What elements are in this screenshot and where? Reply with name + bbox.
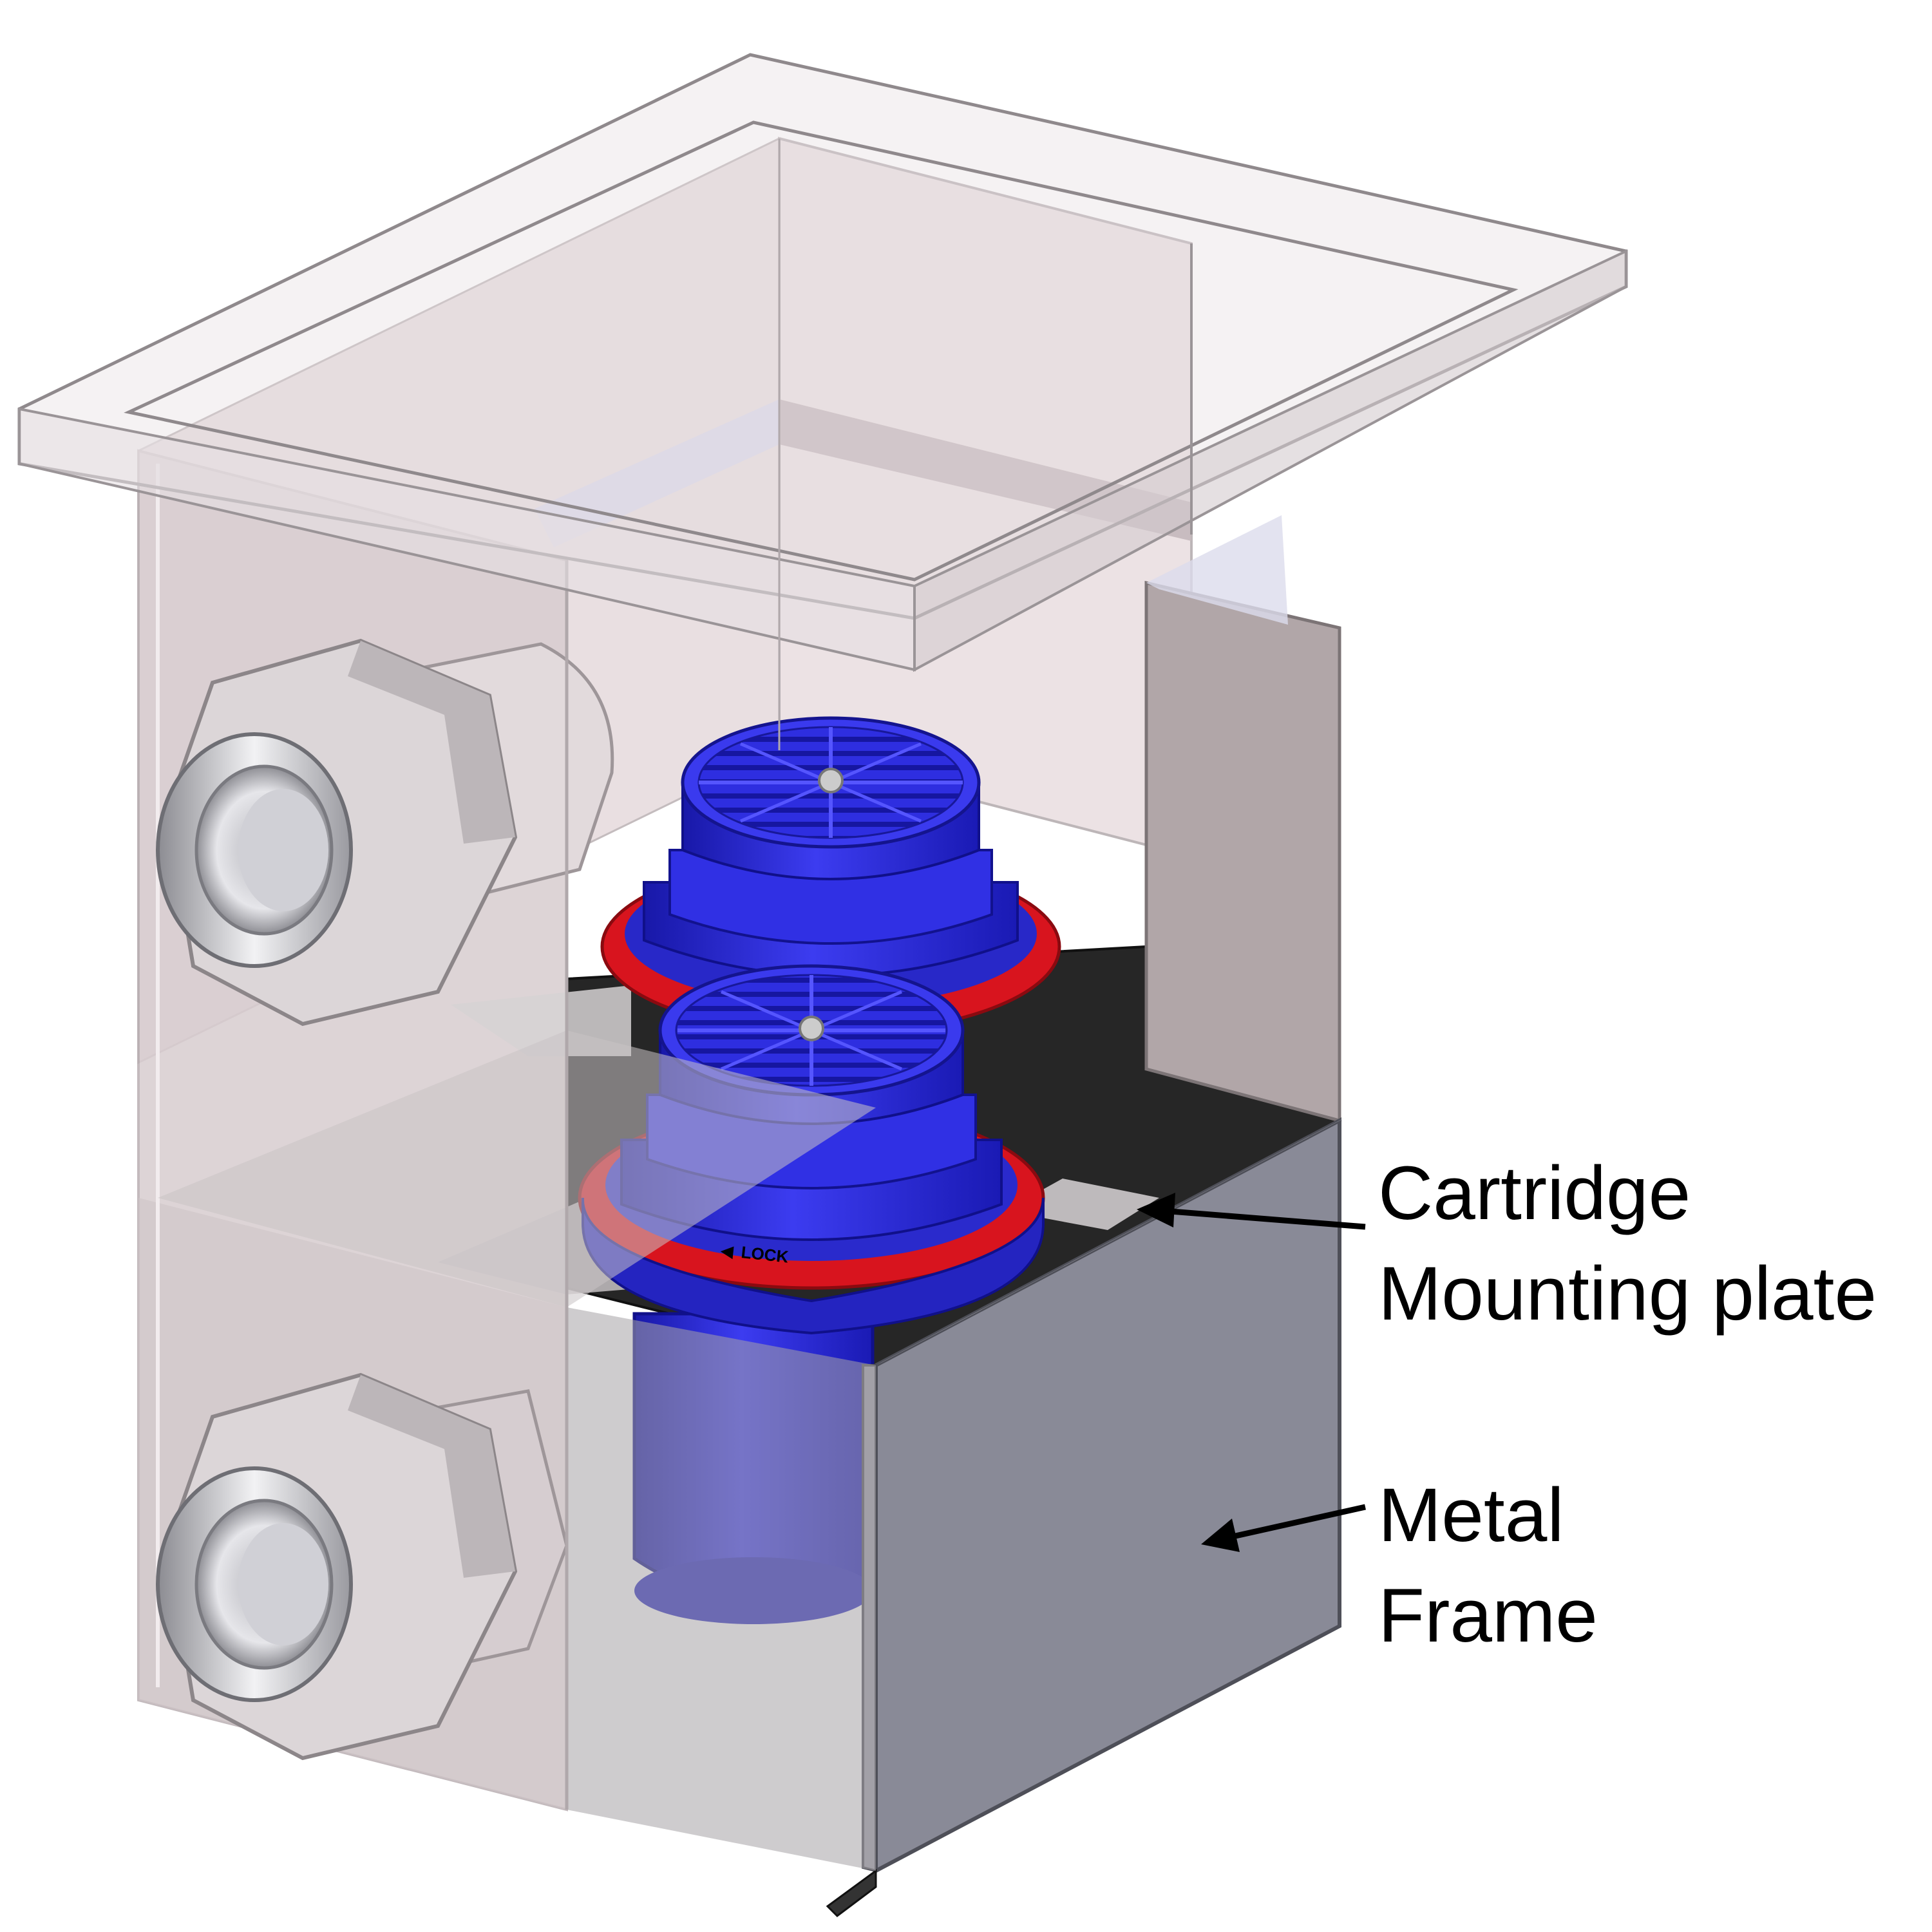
housing-front-lower — [158, 560, 876, 1871]
frame-label-line2: Frame — [1378, 1573, 1598, 1658]
cartridge-back — [600, 716, 1061, 1036]
housing-top-rim — [17, 53, 1628, 750]
cartridge-mounting-plate-label: Cartridge Mounting plate — [1378, 1143, 1877, 1344]
metal-frame — [826, 1117, 1346, 1917]
cartridge-label-line2: Mounting plate — [1378, 1251, 1877, 1336]
outlet-fitting — [156, 1372, 569, 1761]
lock-arrow-icon: ◀ — [719, 1241, 734, 1262]
cartridge-label-line1: Cartridge — [1378, 1151, 1691, 1236]
inlet-fitting — [156, 638, 614, 1027]
callout-arrows — [1137, 1193, 1366, 1552]
frame-label-line1: Metal — [1378, 1473, 1564, 1558]
metal-frame-back-panel — [1144, 515, 1341, 1123]
metal-frame-label: Metal Frame — [1378, 1465, 1598, 1666]
